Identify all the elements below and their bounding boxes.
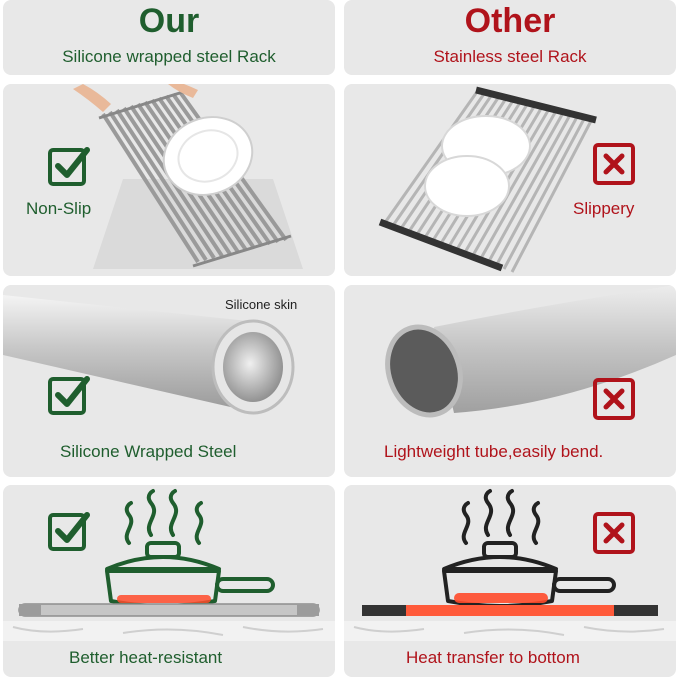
- x-icon: [592, 511, 636, 555]
- left-row1-panel: Non-Slip: [3, 84, 335, 276]
- silicone-skin-note: Silicone skin: [225, 297, 298, 312]
- left-subtitle: Silicone wrapped steel Rack: [62, 47, 276, 66]
- right-row2-panel: Lightweight tube,easily bend.: [344, 285, 676, 477]
- left-row3-panel: Better heat-resistant: [3, 485, 335, 677]
- x-icon: [592, 142, 636, 186]
- silicone-tube-illustration: [3, 295, 295, 415]
- left-row1-label: Non-Slip: [26, 199, 92, 218]
- hot-pan-steel-illustration: [344, 489, 676, 641]
- silicone-rack-illustration: [73, 84, 303, 269]
- right-row3-panel: Heat transfer to bottom: [344, 485, 676, 677]
- hot-pan-silicone-illustration: [3, 489, 335, 641]
- right-row1-panel: Slippery: [344, 84, 676, 276]
- right-row2-label: Lightweight tube,easily bend.: [384, 442, 604, 461]
- check-icon: [47, 144, 91, 188]
- check-icon: [47, 373, 91, 417]
- left-row2-label: Silicone Wrapped Steel: [60, 442, 237, 461]
- right-subtitle: Stainless steel Rack: [433, 47, 587, 66]
- left-header-panel: Our Silicone wrapped steel Rack: [3, 0, 335, 75]
- bent-tube-illustration: [385, 285, 676, 418]
- right-row3-label: Heat transfer to bottom: [406, 648, 580, 667]
- right-row1-label: Slippery: [573, 199, 635, 218]
- x-icon: [592, 377, 636, 421]
- check-icon: [47, 509, 91, 553]
- steel-rack-illustration: [378, 86, 597, 273]
- left-row3-label: Better heat-resistant: [69, 648, 223, 667]
- left-row2-panel: Silicone skin Silicone Wrapped Steel: [3, 285, 335, 477]
- right-title: Other: [464, 2, 556, 40]
- left-title: Our: [138, 2, 200, 40]
- right-header-panel: Other Stainless steel Rack: [344, 0, 676, 75]
